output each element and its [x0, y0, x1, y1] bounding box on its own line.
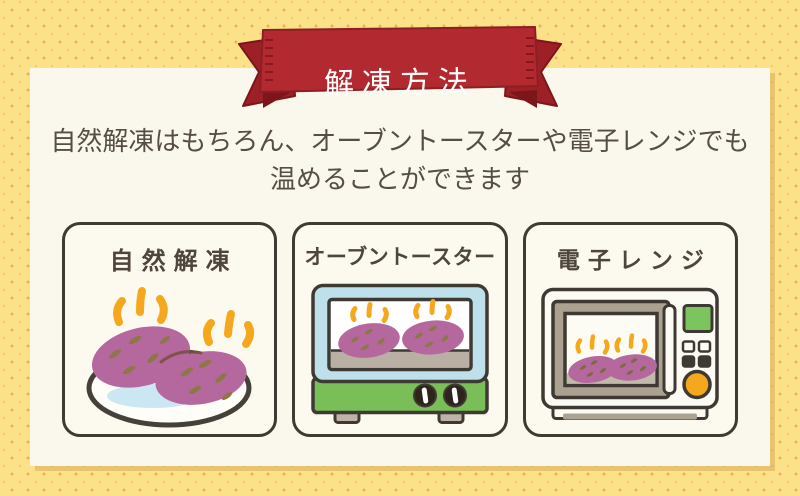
method-cards: 自然解凍 — [62, 222, 738, 437]
card-microwave: 電子レンジ — [522, 222, 738, 437]
card-microwave-label: 電子レンジ — [556, 247, 712, 273]
card-natural-thaw-label: 自然解凍 — [109, 248, 238, 275]
intro-line-2: 温めることができます — [269, 164, 530, 194]
intro-line-1: 自然解凍はもちろん、オーブントースターや電子レンジでも — [50, 126, 750, 156]
intro-text: 自然解凍はもちろん、オーブントースターや電子レンジでも 温めることができます — [0, 122, 800, 198]
card-toaster-oven: オーブントースター — [292, 222, 508, 437]
sweet-potatoes-on-plate-icon — [86, 287, 254, 428]
card-toaster-oven-label: オーブントースター — [304, 246, 496, 269]
card-natural-thaw: 自然解凍 — [62, 222, 278, 437]
microwave-icon — [541, 287, 720, 420]
toaster-oven-icon — [311, 283, 489, 424]
